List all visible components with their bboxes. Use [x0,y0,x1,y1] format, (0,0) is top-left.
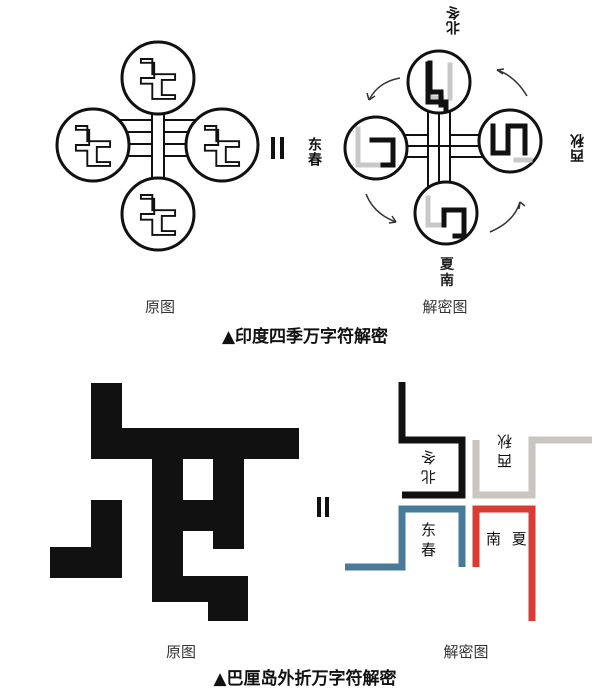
top-orig-circle-north [120,40,196,116]
top-orig-circle-west [55,107,131,183]
top-orig-swastika-north [139,58,177,100]
top-label-east: 东春 [306,137,322,167]
bottom-title: ▲巴厘岛外折万字符解密 [213,669,397,689]
top-original-swastikas [74,58,241,236]
top-label-south: 夏南 [440,257,454,289]
top-decoded-hooks [355,60,533,239]
winter-hook [398,382,466,499]
top-caption-original: 原图 [144,298,175,316]
spring-hook [345,505,466,571]
bottom-label-spring: 东 春 [419,522,437,557]
top-orig-circle-south [120,176,196,252]
top-orig-circle-east [184,107,260,183]
top-caption-decoded: 解密图 [422,298,468,316]
bottom-original-swastika [50,383,299,621]
top-orig-swastika-west [74,125,112,167]
top-title: ▲印度四季万字符解密 [221,327,389,347]
bottom-caption-decoded: 解密图 [443,643,489,661]
rotation-arrows [365,68,528,233]
top-orig-swastika-east [203,125,241,167]
equals-sign-top [271,137,284,159]
top-label-west: 西秋 [570,133,586,163]
top-dec-circle-north [406,49,472,115]
bottom-label-winter: 北 冬 [420,450,438,485]
top-orig-swastika-south [139,194,177,236]
top-dec-circle-west [343,115,409,181]
autumn-hook [472,436,592,499]
bottom-decoded-figure [345,382,592,621]
top-label-north: 北冬 [446,5,462,35]
equals-sign-bottom [317,497,329,517]
bottom-label-summer: 南 夏 [486,530,530,548]
bottom-label-autumn: 西 秋 [496,434,514,469]
summer-hook [472,505,536,621]
bottom-caption-original: 原图 [165,643,196,661]
